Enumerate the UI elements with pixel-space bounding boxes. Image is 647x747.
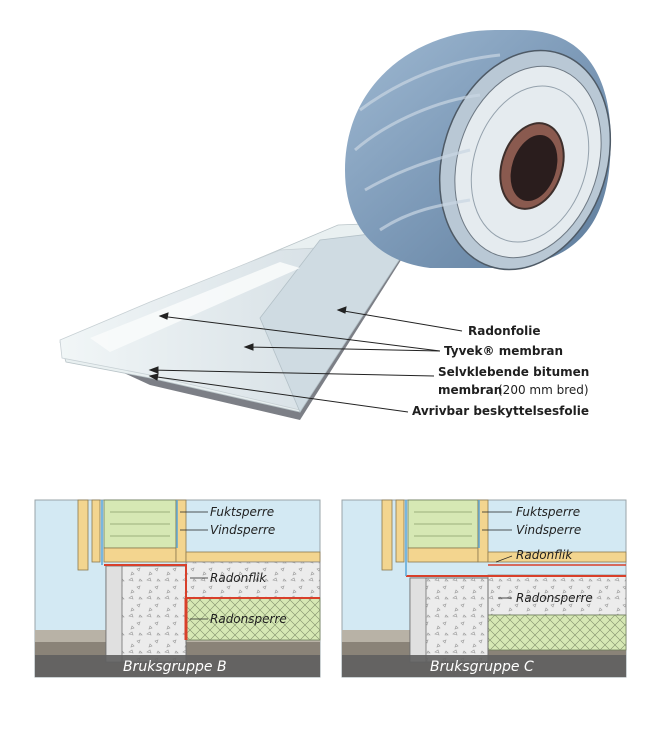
panel-b-radonflik-line xyxy=(104,564,320,599)
panel-b-sill xyxy=(103,547,177,563)
label-tyvek: Tyvek® membran xyxy=(444,344,563,358)
roll-core-hole xyxy=(510,134,558,202)
panel-c-caption: Bruksgruppe C xyxy=(430,659,534,675)
panel-c-sill xyxy=(407,547,479,563)
panel-b-floor xyxy=(185,551,321,563)
panel-b-label-vindsperre: Vindsperre xyxy=(210,523,275,537)
label-radonfolie: Radonfolie xyxy=(468,324,541,338)
panel-b-caption: Bruksgruppe B xyxy=(123,659,227,675)
panel-c-floor xyxy=(487,551,627,563)
panel-b-label-fuktsperre: Fuktsperre xyxy=(210,505,274,519)
roll-face-ring xyxy=(470,85,590,243)
label-bitumen: Selvklebende bitumen xyxy=(438,365,589,379)
panel-c-cladding xyxy=(381,499,393,571)
panel-bruksgruppe-b: Fuktsperre Vindsperre Radonflik Radonspe… xyxy=(34,499,321,678)
panel-c-caption-band xyxy=(342,655,626,677)
label-bitumen-width: (200 mm bred) xyxy=(498,383,589,397)
panel-b-cladding xyxy=(77,499,89,571)
panel-c-stud xyxy=(477,499,489,563)
panel-c-label-fuktsperre: Fuktsperre xyxy=(516,505,580,519)
membrane-roll-illustration xyxy=(59,30,612,420)
panel-bruksgruppe-c: Fuktsperre Vindsperre Radonflik Radonspe… xyxy=(341,499,627,678)
panel-b-lath xyxy=(91,499,101,563)
panel-b-stud xyxy=(175,499,187,563)
panel-b-label-radonsperre: Radonsperre xyxy=(210,612,287,626)
panel-c-lath xyxy=(395,499,405,563)
panel-c-label-vindsperre: Vindsperre xyxy=(516,523,581,537)
roll-texture xyxy=(354,53,501,232)
panel-b-caption-band xyxy=(35,655,320,677)
callout-arrows xyxy=(148,306,463,413)
label-bitumen-line2: membran xyxy=(438,383,502,397)
label-beskyttelse: Avrivbar beskyttelsesfolie xyxy=(412,404,589,418)
sheet-highlight xyxy=(90,262,300,352)
panel-b-label-radonflik: Radonflik xyxy=(210,571,267,585)
panel-c-label-radonsperre: Radonsperre xyxy=(516,591,593,605)
panel-c-label-radonflik: Radonflik xyxy=(516,548,573,562)
